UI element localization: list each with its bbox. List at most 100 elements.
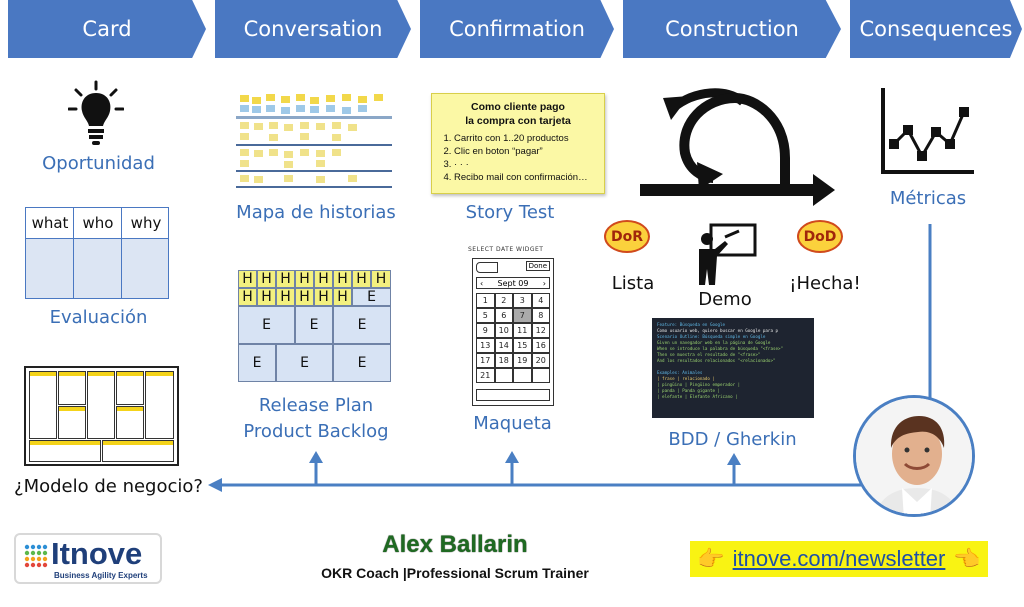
code-line: Then se muestra el resultado de "<frase>… <box>657 352 809 358</box>
mockup-back <box>476 262 498 273</box>
calendar-day: 19 <box>513 353 532 368</box>
calendar-day <box>531 368 550 383</box>
opportunity-label: Oportunidad <box>42 153 155 174</box>
code-line: And los resultados relacionados "<relaci… <box>657 358 809 364</box>
calendar-day <box>494 368 513 383</box>
step-conversation: Conversation <box>215 0 411 58</box>
code-line: Scenario Outline: Búsqueda simple en Goo… <box>657 334 809 340</box>
calendar-day: 20 <box>531 353 550 368</box>
gherkin-code: Feature: Búsqueda en Google Como usuario… <box>652 318 814 418</box>
story-map-image <box>236 92 392 192</box>
epic-card: E <box>352 288 391 306</box>
calendar-day: 14 <box>494 338 513 353</box>
calendar-day: 3 <box>513 293 532 308</box>
chevron-left-icon: ‹ <box>480 278 484 288</box>
calendar-day: 15 <box>513 338 532 353</box>
canvas-cell <box>29 440 101 462</box>
calendar-day: 9 <box>476 323 495 338</box>
story-card: H <box>371 270 391 288</box>
code-text: | elefante | Elefante Africano | <box>657 394 738 399</box>
calendar-day: 16 <box>531 338 550 353</box>
table-divider <box>121 208 122 298</box>
mockup-header: SELECT DATE WIDGET <box>468 246 544 253</box>
code-line: | pingüino | Pingüino emperador | <box>657 382 809 388</box>
evaluation-table: what who why <box>25 207 169 299</box>
code-text: | frase | relacionado | <box>657 376 715 381</box>
mockup-toolbar <box>476 389 550 401</box>
presenter-icon <box>699 223 757 285</box>
avatar <box>853 395 975 517</box>
ready-label: Lista <box>611 273 655 294</box>
code-text: And los resultados relacionados "<relaci… <box>657 358 776 363</box>
story-card: H <box>333 270 352 288</box>
story-card: H <box>352 270 371 288</box>
dod-badge: DoD <box>797 220 843 253</box>
calendar-day: 18 <box>494 353 513 368</box>
code-text: Then se muestra el resultado de "<frase>… <box>657 352 761 357</box>
story-card: H <box>238 288 257 306</box>
calendar-day: 21 <box>476 368 495 383</box>
story-test-label: Story Test <box>465 202 555 223</box>
story-card: H <box>314 288 333 306</box>
metrics-chart-icon <box>881 88 974 174</box>
done-label: ¡Hecha! <box>789 273 861 294</box>
note-item: Recibo mail con confirmación… <box>454 171 604 184</box>
canvas-cell <box>145 371 174 439</box>
metrics-label: Métricas <box>889 188 967 209</box>
note-title-2: la compra con tarjeta <box>465 115 571 127</box>
step-card: Card <box>8 0 206 58</box>
logo-tagline: Business Agility Experts <box>54 571 148 580</box>
step-consequences: Consequences <box>850 0 1022 58</box>
bdd-label: BDD / Gherkin <box>668 429 797 450</box>
logo-text: Itnove <box>51 536 143 571</box>
calendar-day <box>513 368 532 383</box>
epic-card: E <box>276 344 333 382</box>
story-test-note: Como cliente pago la compra con tarjeta C… <box>431 93 605 194</box>
calendar-day: 5 <box>476 308 495 323</box>
story-card: H <box>295 288 314 306</box>
code-text: Scenario Outline: Búsqueda simple en Goo… <box>657 334 766 339</box>
business-model-canvas <box>24 366 179 466</box>
mockup-month: ‹Sept 09› <box>476 277 550 289</box>
newsletter-link[interactable]: itnove.com/newsletter <box>732 546 946 571</box>
code-text: Examples: Animales <box>657 370 703 375</box>
calendar-day: 17 <box>476 353 495 368</box>
canvas-cell <box>87 371 115 439</box>
canvas-cell <box>102 440 174 462</box>
code-line: | panda | Panda gigante | <box>657 388 809 394</box>
code-text: Given un navegador web en la página de G… <box>657 340 771 345</box>
code-line: | frase | relacionado | <box>657 376 809 382</box>
epic-card: E <box>238 344 276 382</box>
canvas-cell <box>58 371 86 405</box>
epic-card: E <box>333 306 391 344</box>
mockup-month-text: Sept 09 <box>497 278 529 288</box>
canvas-cell <box>116 406 144 439</box>
scrum-cycle-icon <box>640 88 835 206</box>
newsletter-banner[interactable]: 👉 itnove.com/newsletter 👈 <box>690 541 988 577</box>
note-title-1: Como cliente pago <box>471 101 565 113</box>
epic-card: E <box>333 344 391 382</box>
evaluation-label: Evaluación <box>49 307 148 328</box>
logo-dots-icon <box>24 544 48 568</box>
evaluation-header-who: who <box>82 214 114 232</box>
table-divider <box>26 238 168 239</box>
dor-badge: DoR <box>604 220 650 253</box>
story-card: H <box>333 288 352 306</box>
calendar-day: 8 <box>531 308 550 323</box>
evaluation-header-what: what <box>31 214 69 232</box>
release-plan-grid: H H H H H H H H H H H H H H E E E E E E … <box>238 270 391 382</box>
calendar-day: 11 <box>513 323 532 338</box>
note-item: · · · <box>454 158 604 171</box>
calendar-day: 6 <box>494 308 513 323</box>
story-card: H <box>257 270 276 288</box>
product-backlog-label: Product Backlog <box>243 421 389 442</box>
story-card: H <box>257 288 276 306</box>
calendar-day: 4 <box>531 293 550 308</box>
story-card: H <box>238 270 257 288</box>
code-line: Como usuario web, quiero buscar en Googl… <box>657 328 779 333</box>
table-divider <box>73 208 74 298</box>
note-item: Carrito con 1..20 productos <box>454 132 604 145</box>
code-text: | pingüino | Pingüino emperador | <box>657 382 741 387</box>
